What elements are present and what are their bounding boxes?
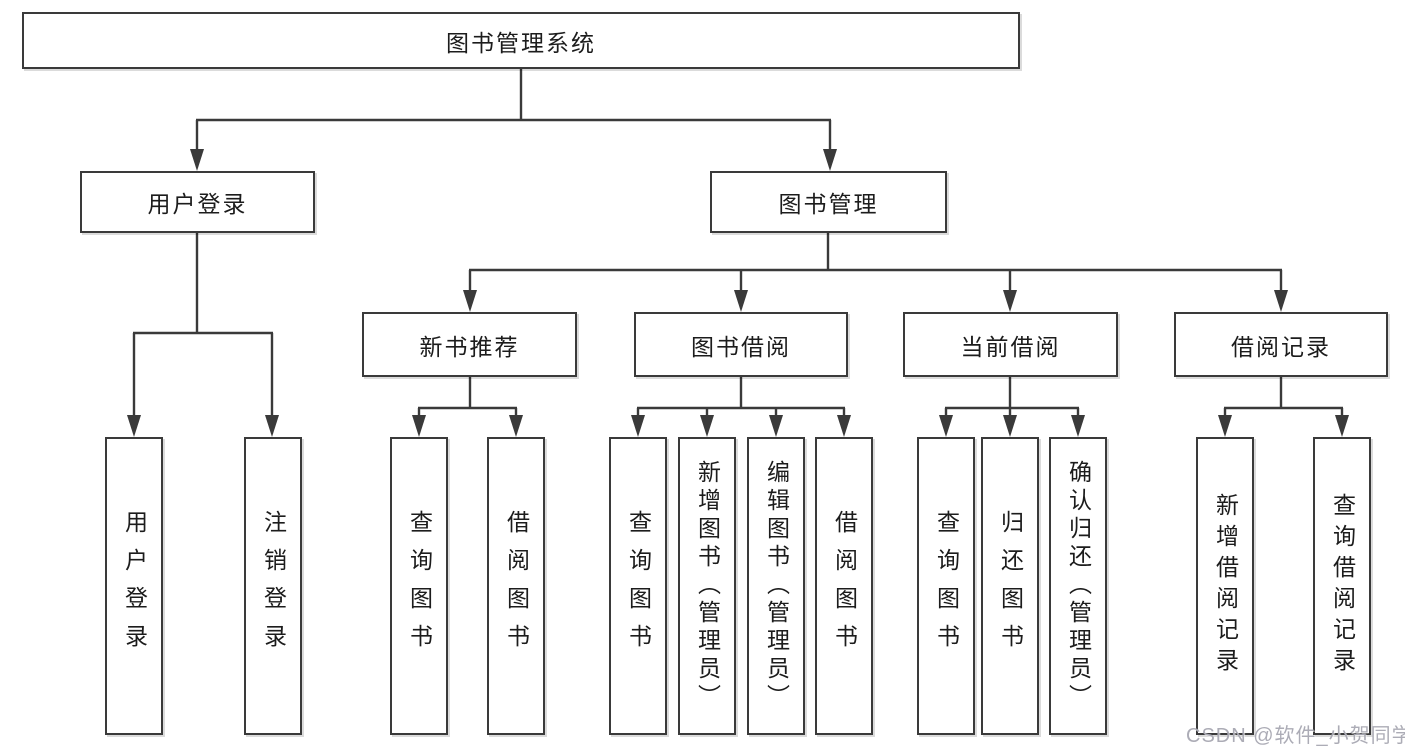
leaf-label: 借阅图书 [831,510,858,662]
leaf-label: 用户登录 [121,510,148,662]
node-current-borrow: 当前借阅 [903,312,1118,377]
leaf-borrow-book: 借阅图书 [815,437,873,735]
node-new-book-recommend: 新书推荐 [362,312,577,377]
leaf-label: 借阅图书 [503,510,530,662]
leaf-label: 查询图书 [625,510,652,662]
leaf-confirm-return-admin: 确认归还（管理员） [1049,437,1107,735]
leaf-borrow-book: 借阅图书 [487,437,545,735]
leaf-query-book: 查询图书 [609,437,667,735]
node-borrow-records: 借阅记录 [1174,312,1388,377]
node-book-management: 图书管理 [710,171,947,233]
leaf-query-borrow-record: 查询借阅记录 [1313,437,1371,735]
leaf-label: 新增借阅记录 [1212,493,1239,679]
leaf-label: 编辑图书（管理员） [763,460,790,712]
node-book-borrow: 图书借阅 [634,312,848,377]
leaf-label: 查询图书 [406,510,433,662]
leaf-label: 新增图书（管理员） [694,460,721,712]
leaf-add-book-admin: 新增图书（管理员） [678,437,736,735]
leaf-return-book: 归还图书 [981,437,1039,735]
leaf-label: 查询借阅记录 [1329,493,1356,679]
leaf-add-borrow-record: 新增借阅记录 [1196,437,1254,735]
node-user-login: 用户登录 [80,171,315,233]
arrowheads [127,149,1349,437]
node-root-system: 图书管理系统 [22,12,1020,69]
leaf-label: 查询图书 [933,510,960,662]
leaf-label: 归还图书 [997,510,1024,662]
leaf-label: 注销登录 [260,510,287,662]
csdn-watermark: CSDN @软件_小贺同学 [1186,725,1405,747]
leaf-query-book: 查询图书 [390,437,448,735]
leaf-query-book: 查询图书 [917,437,975,735]
leaf-edit-book-admin: 编辑图书（管理员） [747,437,805,735]
leaf-logout: 注销登录 [244,437,302,735]
leaf-label: 确认归还（管理员） [1065,460,1092,712]
leaf-user-login: 用户登录 [105,437,163,735]
